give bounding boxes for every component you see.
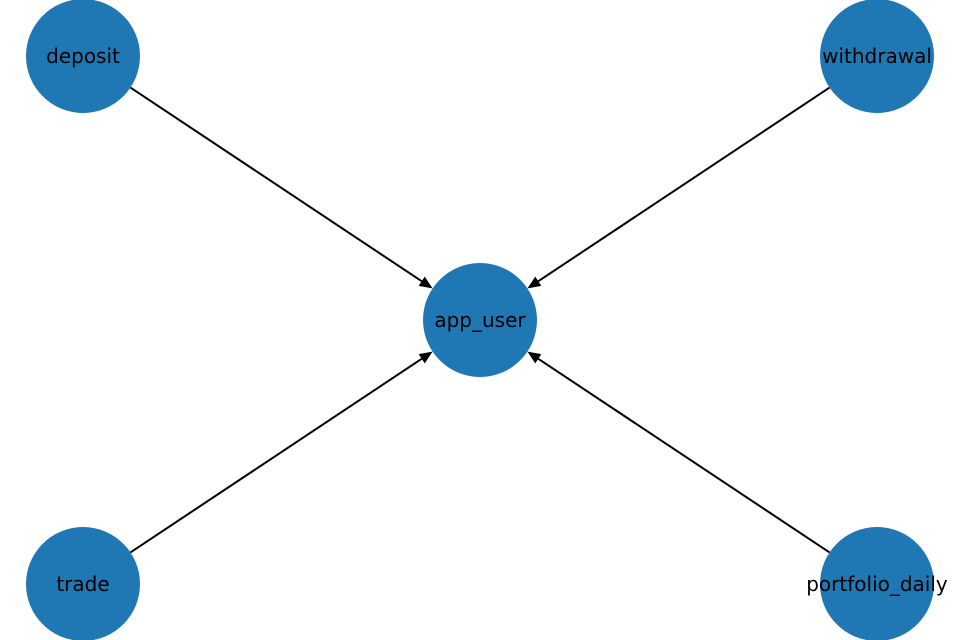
node-label: portfolio_daily [806,572,948,596]
edge-line [536,356,831,554]
node-deposit: deposit [26,0,140,113]
node-trade: trade [26,527,140,640]
node-app_user: app_user [423,263,537,377]
node-circle [820,527,934,640]
edge-trade-to-app_user [129,351,433,554]
arrow-head [418,276,433,289]
node-circle [820,0,934,113]
node-label: deposit [46,44,120,68]
edge-portfolio_daily-to-app_user [527,351,831,554]
edge-line [536,86,831,284]
node-portfolio_daily: portfolio_daily [806,527,948,640]
node-label: trade [56,572,109,596]
node-circle [26,527,140,640]
edge-deposit-to-app_user [129,86,433,289]
edge-line [129,86,424,284]
node-circle [26,0,140,113]
arrow-head [418,351,433,364]
node-label: app_user [434,308,526,332]
node-withdrawal: withdrawal [820,0,934,113]
node-circle [423,263,537,377]
edge-line [129,356,424,554]
edge-withdrawal-to-app_user [527,86,831,289]
edges-layer [129,86,831,554]
node-label: withdrawal [822,44,932,68]
arrow-head [527,276,542,289]
arrow-head [527,351,542,364]
